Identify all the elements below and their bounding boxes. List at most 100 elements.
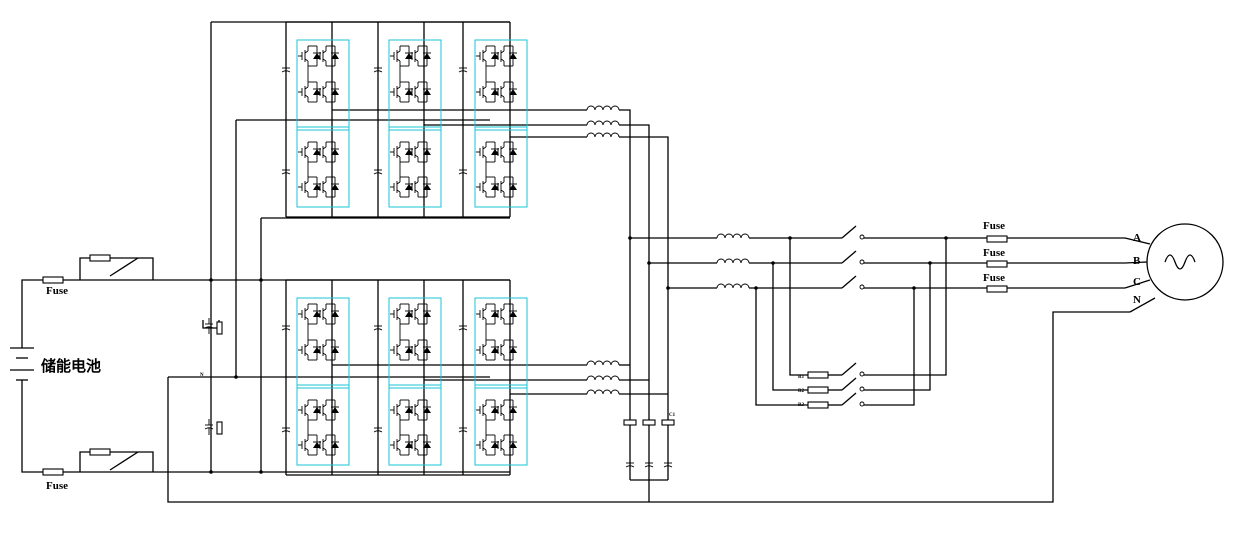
resistor bbox=[216, 321, 223, 335]
switch-contact bbox=[859, 259, 865, 265]
igbt-icon bbox=[407, 303, 432, 325]
igbt-icon bbox=[297, 141, 322, 163]
igbt-icon bbox=[389, 303, 414, 325]
module-outline bbox=[388, 297, 442, 389]
capacitor-label: C1 bbox=[669, 413, 676, 418]
filter-resistor bbox=[623, 419, 637, 426]
resistor-label: R1 bbox=[798, 375, 805, 380]
igbt-icon bbox=[389, 141, 414, 163]
inductor-icon bbox=[716, 283, 750, 289]
igbt-icon bbox=[407, 141, 432, 163]
wire bbox=[864, 263, 931, 391]
switch-contact bbox=[859, 234, 865, 240]
ac-grid-source: A B C N bbox=[1133, 223, 1224, 306]
junction-dot bbox=[666, 286, 670, 290]
module-outline bbox=[474, 126, 528, 208]
wire bbox=[841, 275, 857, 289]
phase-c-label: C bbox=[1133, 276, 1141, 288]
igbt-icon bbox=[493, 399, 518, 421]
igbt-icon bbox=[389, 81, 414, 103]
filter-resistor bbox=[661, 419, 675, 426]
neutral-label: N bbox=[1133, 294, 1141, 306]
devices bbox=[89, 39, 865, 474]
junction-dot bbox=[928, 261, 932, 265]
module-outline bbox=[474, 384, 528, 466]
wire bbox=[772, 263, 808, 391]
igbt-icon bbox=[315, 434, 340, 456]
fuse-label: Fuse bbox=[46, 480, 68, 492]
igbt-icon bbox=[407, 45, 432, 67]
wire bbox=[1124, 237, 1151, 245]
igbt-icon bbox=[389, 339, 414, 361]
wire bbox=[79, 451, 90, 472]
igbt-icon bbox=[407, 399, 432, 421]
igbt-icon bbox=[407, 339, 432, 361]
module-outline bbox=[388, 39, 442, 131]
resistor-label: R3 bbox=[798, 403, 805, 408]
switch-contact bbox=[859, 401, 865, 407]
switch-contact bbox=[859, 386, 865, 392]
fuse-left-top: Fuse bbox=[42, 276, 68, 297]
wire bbox=[167, 311, 1130, 503]
igbt-icon bbox=[297, 303, 322, 325]
igbt-icon bbox=[297, 45, 322, 67]
igbt-icon bbox=[475, 339, 500, 361]
igbt-icon bbox=[475, 434, 500, 456]
igbt-icon bbox=[407, 176, 432, 198]
resistor-label: R2 bbox=[798, 389, 805, 394]
wire bbox=[841, 250, 857, 264]
igbt-icon bbox=[297, 176, 322, 198]
wire bbox=[841, 392, 857, 406]
fuse-label: Fuse bbox=[983, 220, 1005, 232]
igbt-icon bbox=[475, 141, 500, 163]
wire bbox=[110, 257, 154, 280]
junction-dot bbox=[647, 261, 651, 265]
junction-dot bbox=[628, 236, 632, 240]
wire bbox=[1124, 261, 1148, 264]
wire bbox=[619, 136, 669, 480]
wire bbox=[1124, 279, 1151, 289]
wire bbox=[841, 225, 857, 239]
igbt-icon bbox=[315, 45, 340, 67]
igbt-icon bbox=[475, 81, 500, 103]
inductor-icon bbox=[716, 233, 750, 239]
igbt-icon bbox=[315, 303, 340, 325]
junction-dot bbox=[771, 261, 775, 265]
capacitor-icon bbox=[204, 317, 214, 335]
precharge-resistor bbox=[89, 254, 111, 262]
junction-dot bbox=[912, 286, 916, 290]
precharge-resistor bbox=[807, 386, 829, 394]
junction-dot bbox=[788, 236, 792, 240]
wire bbox=[21, 380, 43, 473]
wire bbox=[109, 451, 139, 471]
igbt-icon bbox=[493, 176, 518, 198]
igbt-icon bbox=[493, 303, 518, 325]
fuse-left-bottom: Fuse bbox=[42, 468, 68, 492]
precharge-resistor bbox=[89, 448, 111, 456]
junction-dot bbox=[259, 470, 263, 474]
resistor bbox=[216, 421, 223, 435]
inductor-icon bbox=[716, 258, 750, 264]
module-outline bbox=[388, 126, 442, 208]
inductor-icon bbox=[586, 360, 620, 366]
igbt-icon bbox=[475, 399, 500, 421]
igbt-icon bbox=[315, 141, 340, 163]
igbt-icon bbox=[493, 434, 518, 456]
igbt-icon bbox=[475, 303, 500, 325]
wire bbox=[619, 124, 650, 480]
igbt-icon bbox=[407, 81, 432, 103]
inductor-icon bbox=[586, 375, 620, 381]
igbt-icon bbox=[407, 434, 432, 456]
fuse-phase-c: Fuse bbox=[983, 272, 1008, 293]
precharge-resistor bbox=[807, 401, 829, 409]
junction-dot bbox=[754, 286, 758, 290]
igbt-icon bbox=[297, 339, 322, 361]
battery-label: 储能电池 bbox=[41, 357, 101, 375]
phase-a-label: A bbox=[1133, 232, 1141, 244]
igbt-icon bbox=[389, 176, 414, 198]
module-outline bbox=[296, 39, 350, 131]
wire bbox=[1129, 297, 1156, 313]
module-outline bbox=[474, 39, 528, 131]
wire bbox=[79, 257, 90, 280]
